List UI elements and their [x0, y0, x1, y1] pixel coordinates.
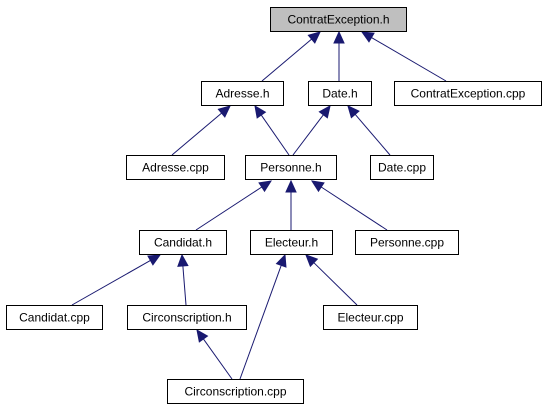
arrowhead-circonscription_cpp-to-electeur_h: [275, 253, 287, 268]
arrowhead-personne_h-to-adresse_h: [254, 105, 267, 119]
arrowhead-adresse_h-to-contratexception_h: [307, 31, 321, 44]
edge-adresse_cpp-to-adresse_h: [171, 112, 222, 156]
node-electeur-cpp[interactable]: Electeur.cpp: [323, 305, 418, 330]
node-date-cpp[interactable]: Date.cpp: [370, 155, 434, 180]
node-label-electeur-h: Electeur.h: [265, 236, 318, 250]
arrowhead-circonscription_cpp-to-circonscription_h: [196, 329, 209, 343]
edge-contratexception_cpp-to-contratexception_h: [371, 37, 447, 82]
node-circonscription-cpp[interactable]: Circonscription.cpp: [167, 379, 304, 404]
node-contratexception-h[interactable]: ContratException.h: [270, 7, 407, 32]
node-label-personne-h: Personne.h: [260, 161, 321, 175]
node-circonscription-h[interactable]: Circonscription.h: [127, 305, 247, 330]
edge-personne_cpp-to-personne_h: [320, 186, 388, 231]
arrowhead-electeur_h-to-personne_h: [285, 179, 297, 193]
node-label-circonscription-h: Circonscription.h: [142, 311, 231, 325]
arrowhead-personne_cpp-to-personne_h: [310, 180, 325, 193]
node-adresse-h[interactable]: Adresse.h: [201, 81, 284, 106]
node-box-electeur-h[interactable]: [250, 230, 333, 255]
node-box-adresse-h[interactable]: [201, 81, 284, 106]
edge-electeur_cpp-to-electeur_h: [313, 262, 358, 306]
edge-date_cpp-to-date_h: [354, 114, 391, 156]
arrowhead-adresse_cpp-to-adresse_h: [217, 105, 231, 118]
node-box-candidat-cpp[interactable]: [6, 305, 103, 330]
arrowhead-candidat_h-to-personne_h: [258, 180, 273, 193]
node-label-adresse-cpp: Adresse.cpp: [142, 161, 209, 175]
graph-edges: [71, 30, 447, 380]
node-box-electeur-cpp[interactable]: [323, 305, 418, 330]
node-box-candidat-h[interactable]: [139, 230, 227, 255]
edge-adresse_h-to-contratexception_h: [261, 38, 312, 82]
edge-personne_h-to-date_h: [292, 114, 324, 156]
node-label-contratexception-h: ContratException.h: [287, 13, 389, 27]
node-box-contratexception-cpp[interactable]: [394, 81, 542, 106]
arrowhead-electeur_cpp-to-electeur_h: [305, 254, 319, 268]
edge-circonscription_cpp-to-electeur_h: [239, 265, 282, 380]
node-label-contratexception-cpp: ContratException.cpp: [411, 87, 526, 101]
node-label-candidat-h: Candidat.h: [154, 236, 212, 250]
node-box-circonscription-cpp[interactable]: [167, 379, 304, 404]
arrowhead-date_h-to-contratexception_h: [333, 30, 345, 44]
arrowhead-personne_h-to-date_h: [318, 105, 331, 119]
node-box-date-h[interactable]: [308, 81, 372, 106]
node-box-personne-h[interactable]: [245, 155, 337, 180]
node-adresse-cpp[interactable]: Adresse.cpp: [126, 155, 225, 180]
node-box-date-cpp[interactable]: [370, 155, 434, 180]
node-box-circonscription-h[interactable]: [127, 305, 247, 330]
node-label-adresse-h: Adresse.h: [215, 87, 269, 101]
arrowhead-circonscription_h-to-candidat_h: [177, 253, 189, 267]
node-date-h[interactable]: Date.h: [308, 81, 372, 106]
node-candidat-cpp[interactable]: Candidat.cpp: [6, 305, 103, 330]
node-box-adresse-cpp[interactable]: [126, 155, 225, 180]
node-label-date-h: Date.h: [322, 87, 357, 101]
node-electeur-h[interactable]: Electeur.h: [250, 230, 333, 255]
edge-candidat_cpp-to-candidat_h: [71, 259, 151, 306]
node-candidat-h[interactable]: Candidat.h: [139, 230, 227, 255]
edge-candidat_h-to-personne_h: [195, 186, 263, 231]
edge-circonscription_cpp-to-circonscription_h: [202, 338, 233, 380]
node-box-contratexception-h[interactable]: [270, 7, 407, 32]
arrowhead-candidat_cpp-to-candidat_h: [147, 254, 162, 266]
edge-circonscription_h-to-candidat_h: [182, 265, 187, 306]
node-box-personne-cpp[interactable]: [355, 230, 459, 255]
node-personne-h[interactable]: Personne.h: [245, 155, 337, 180]
node-label-personne-cpp: Personne.cpp: [370, 236, 444, 250]
node-personne-cpp[interactable]: Personne.cpp: [355, 230, 459, 255]
node-label-candidat-cpp: Candidat.cpp: [19, 311, 90, 325]
node-label-electeur-cpp: Electeur.cpp: [337, 311, 403, 325]
node-label-date-cpp: Date.cpp: [378, 161, 426, 175]
arrowhead-date_cpp-to-date_h: [347, 105, 360, 119]
node-contratexception-cpp[interactable]: ContratException.cpp: [394, 81, 542, 106]
node-label-circonscription-cpp: Circonscription.cpp: [184, 385, 286, 399]
edge-personne_h-to-adresse_h: [260, 114, 290, 156]
arrowhead-contratexception_cpp-to-contratexception_h: [360, 31, 375, 43]
